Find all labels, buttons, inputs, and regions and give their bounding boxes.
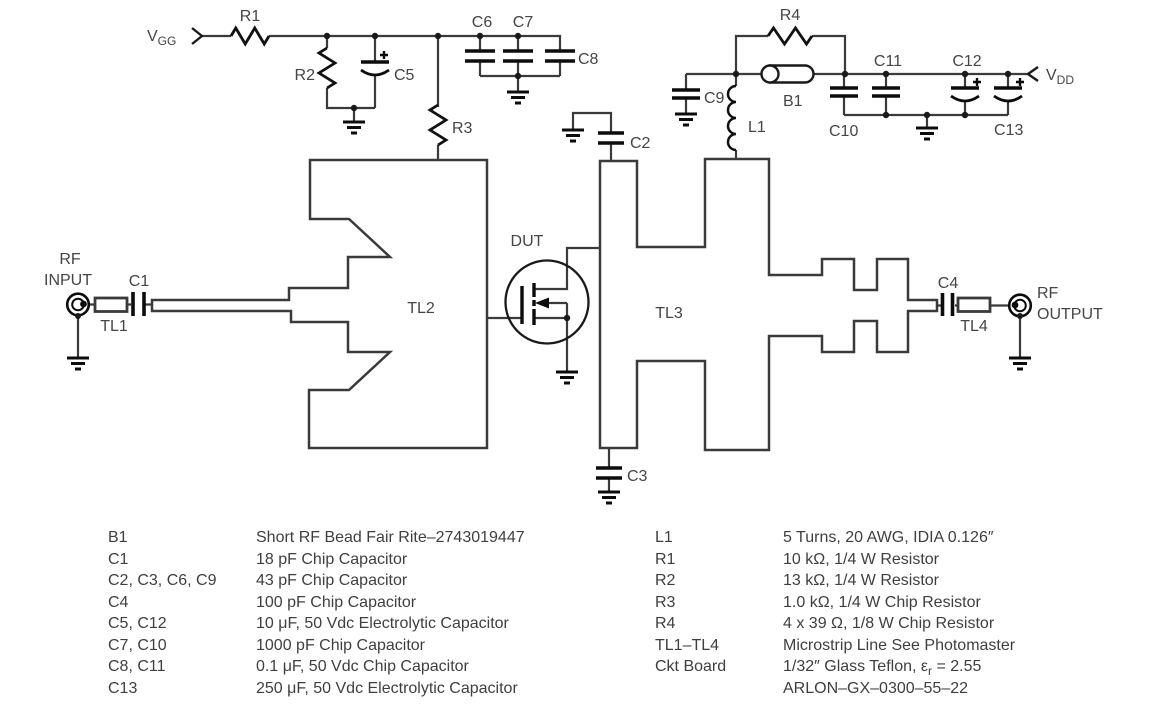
label-b1: B1 xyxy=(783,93,803,110)
ground-symbols xyxy=(67,90,1031,505)
microstrip-tl2 xyxy=(150,158,489,450)
label-dut: DUT xyxy=(511,233,544,250)
label-c5: C5 xyxy=(394,67,415,84)
vgg-terminal-label: VGG xyxy=(147,28,176,48)
label-c3: C3 xyxy=(627,468,648,485)
resistor-r1 xyxy=(229,25,271,47)
resistor-r2 xyxy=(316,46,338,90)
epsilon-subscript: r xyxy=(928,664,933,679)
plus-sign xyxy=(380,51,388,59)
label-tl1: TL1 xyxy=(100,318,128,335)
label-c12: C12 xyxy=(952,53,981,70)
label-c4: C4 xyxy=(938,275,959,292)
ground-c3 xyxy=(598,490,620,505)
ground-c10c13 xyxy=(916,126,938,141)
schematic-figure: VGG VDD R1 R2 R3 R4 C1 C2 C3 C4 C5 C6 C7… xyxy=(44,7,1103,505)
capacitor-c5 xyxy=(360,51,390,77)
junction-dots xyxy=(75,32,1023,322)
vgg-terminal-arrow xyxy=(191,27,204,45)
microstrip-tl3 xyxy=(598,157,939,452)
plus-sign xyxy=(1016,78,1024,86)
wires xyxy=(76,34,1028,492)
plus-sign xyxy=(973,78,981,86)
inductor-l1 xyxy=(726,84,737,152)
substrate-arrow xyxy=(535,297,549,309)
capacitor-c2 xyxy=(598,131,624,145)
microstrip-tl4 xyxy=(956,296,992,313)
label-tl2: TL2 xyxy=(407,300,435,317)
center-pin-dot xyxy=(1011,301,1019,309)
label-l1: L1 xyxy=(748,119,766,136)
ground-r2c5 xyxy=(343,120,365,135)
microstrip-lines xyxy=(93,157,992,452)
label-c6: C6 xyxy=(472,14,493,31)
label-c8: C8 xyxy=(578,51,599,68)
label-c10: C10 xyxy=(829,123,858,140)
capacitor-plates xyxy=(131,49,955,480)
rf-input-label-line2: INPUT xyxy=(44,272,92,289)
ground-rf-out xyxy=(1009,356,1031,371)
rf-output-label-line1: RF xyxy=(1037,285,1059,302)
ground-c7 xyxy=(507,90,529,105)
capacitor-c4 xyxy=(940,293,955,316)
label-c9: C9 xyxy=(704,90,725,107)
label-c1: C1 xyxy=(129,273,150,290)
label-c11: C11 xyxy=(874,53,902,70)
resistor-r3 xyxy=(427,103,449,147)
label-tl4: TL4 xyxy=(960,318,988,335)
label-r2: R2 xyxy=(295,67,316,84)
capacitor-c7 xyxy=(503,49,533,63)
transistor-body-circle xyxy=(504,259,590,345)
ground-c9 xyxy=(675,112,697,127)
vdd-terminal-arrow xyxy=(1026,66,1039,82)
capacitor-c10 xyxy=(830,86,858,98)
dut-mosfet xyxy=(504,259,590,345)
capacitor-c12 xyxy=(950,78,981,103)
rf-input-label-line1: RF xyxy=(59,251,81,268)
center-pin-dot xyxy=(80,300,87,308)
label-c2: C2 xyxy=(630,135,651,152)
vdd-terminal-label: VDD xyxy=(1046,67,1074,87)
ground-c2 xyxy=(562,128,584,143)
label-tl3: TL3 xyxy=(655,305,683,322)
rf-output-label-line2: OUTPUT xyxy=(1037,306,1103,323)
capacitor-c9 xyxy=(672,88,700,100)
label-r1: R1 xyxy=(240,8,261,25)
capacitor-c8 xyxy=(545,49,575,63)
label-r4: R4 xyxy=(780,7,801,24)
capacitor-c6 xyxy=(465,49,495,63)
ferrite-bead-b1 xyxy=(760,64,815,84)
capacitor-c1 xyxy=(131,292,146,316)
capacitor-c13 xyxy=(993,78,1024,103)
microstrip-tl1 xyxy=(93,296,129,313)
ground-dut xyxy=(556,370,578,385)
electrolytic-capacitors xyxy=(360,51,1024,103)
capacitor-c3 xyxy=(596,466,622,480)
label-r3: R3 xyxy=(452,120,473,137)
resistor-r4 xyxy=(766,25,814,47)
rf-input-connector xyxy=(65,292,91,317)
capacitor-c11 xyxy=(872,86,900,98)
label-c13: C13 xyxy=(994,122,1023,139)
label-c7: C7 xyxy=(513,14,534,31)
ground-rf-in xyxy=(67,356,89,371)
